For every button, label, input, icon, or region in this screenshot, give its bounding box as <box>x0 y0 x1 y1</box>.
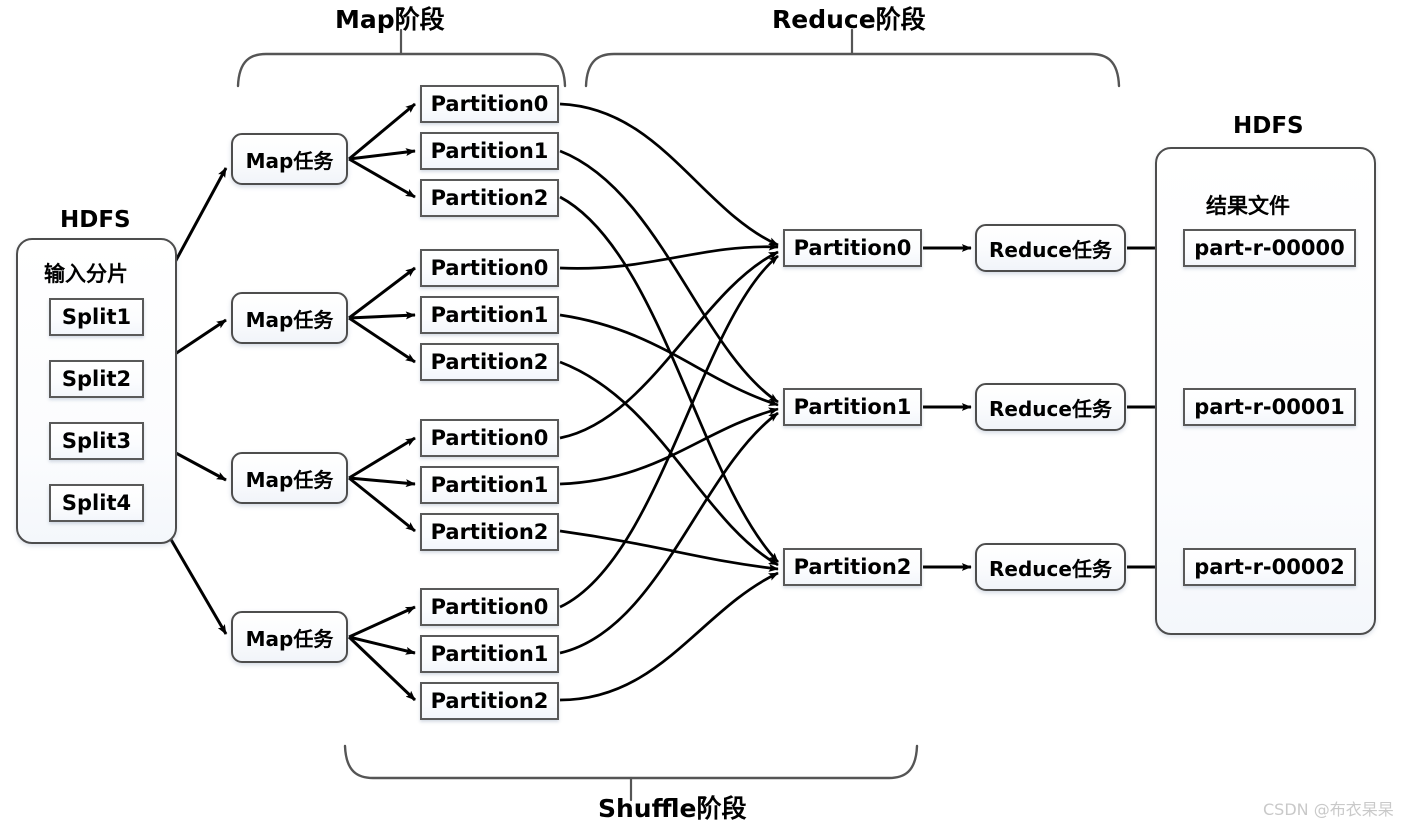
partition-label: Partition2 <box>430 350 549 374</box>
map-output-partition-g4-1[interactable]: Partition1 <box>420 635 559 673</box>
partition-label: Partition2 <box>430 520 549 544</box>
partition-label: Partition1 <box>430 642 549 666</box>
shuffle-g2p0-to-part0 <box>559 242 779 270</box>
map-output-partition-g3-0[interactable]: Partition0 <box>420 419 559 457</box>
reduce-task-label: Reduce任务 <box>989 556 1112 581</box>
shuffle-g3p1-to-part1 <box>559 407 779 486</box>
output-file-3[interactable]: part-r-00002 <box>1183 548 1356 586</box>
partition-label: Partition2 <box>793 555 912 579</box>
partition-label: Partition0 <box>430 595 549 619</box>
map-task-2[interactable]: Map任务 <box>231 292 348 344</box>
input-hdfs-label: HDFS <box>60 207 131 233</box>
partition-label: Partition0 <box>430 256 549 280</box>
shuffle-g4p1-to-part1 <box>559 411 779 655</box>
arrow-map1-to-p0 <box>348 102 416 161</box>
reduce-task-2[interactable]: Reduce任务 <box>975 383 1126 431</box>
arrow-map1-to-p1 <box>348 148 416 161</box>
map-task-label: Map任务 <box>245 148 334 173</box>
output-file-label: part-r-00002 <box>1194 555 1345 579</box>
split-label: Split4 <box>61 491 132 515</box>
reduce-task-3[interactable]: Reduce任务 <box>975 543 1126 591</box>
partition-label: Partition1 <box>430 139 549 163</box>
partition-label: Partition1 <box>793 395 912 419</box>
arrow-map4-to-p2 <box>347 635 417 702</box>
map-task-label: Map任务 <box>245 626 334 651</box>
map-output-partition-g4-2[interactable]: Partition2 <box>420 682 559 720</box>
partition-label: Partition0 <box>793 236 912 260</box>
csdn-watermark: CSDN @布衣杲杲 <box>1263 800 1394 819</box>
map-output-partition-g1-2[interactable]: Partition2 <box>420 179 559 217</box>
map-output-partition-g1-1[interactable]: Partition1 <box>420 132 559 170</box>
shuffle-g3p2-to-part2 <box>559 529 779 572</box>
reduce-task-label: Reduce任务 <box>989 396 1112 421</box>
map-task-1[interactable]: Map任务 <box>231 133 348 185</box>
map-task-label: Map任务 <box>245 307 334 332</box>
split-label: Split2 <box>61 367 132 391</box>
map-phase-label: Map阶段 <box>335 5 445 34</box>
map-output-partition-g2-2[interactable]: Partition2 <box>420 343 559 381</box>
map-task-3[interactable]: Map任务 <box>231 452 348 504</box>
reduce-phase-label: Reduce阶段 <box>772 5 926 34</box>
split-box-2[interactable]: Split2 <box>49 360 144 398</box>
reduce-phase-bracket <box>584 52 1121 88</box>
partition-label: Partition0 <box>430 426 549 450</box>
arrow-map3-to-p1 <box>348 476 416 488</box>
arrow-map2-to-p0 <box>348 266 416 320</box>
arrow-map1-to-p2 <box>348 157 416 199</box>
arrow-map2-to-p1 <box>348 311 416 320</box>
input-splits-label: 输入分片 <box>44 262 128 286</box>
split-box-1[interactable]: Split1 <box>49 298 144 336</box>
output-file-label: part-r-00000 <box>1194 236 1345 260</box>
map-task-4[interactable]: Map任务 <box>231 611 348 663</box>
reduce-task-1[interactable]: Reduce任务 <box>975 224 1126 272</box>
arrow-map2-to-p2 <box>348 316 416 364</box>
output-file-1[interactable]: part-r-00000 <box>1183 229 1356 267</box>
split-box-3[interactable]: Split3 <box>49 422 144 460</box>
partition-label: Partition1 <box>430 303 549 327</box>
shuffle-g1p1-to-part1 <box>559 149 779 404</box>
partition-label: Partition2 <box>430 689 549 713</box>
shuffle-g4p0-to-part0 <box>559 254 779 609</box>
shuffle-g1p0-to-part0 <box>559 102 779 247</box>
reduce-task-label: Reduce任务 <box>989 237 1112 262</box>
map-output-partition-g1-0[interactable]: Partition0 <box>420 85 559 123</box>
map-task-label: Map任务 <box>245 467 334 492</box>
map-output-partition-g2-0[interactable]: Partition0 <box>420 249 559 287</box>
result-files-label: 结果文件 <box>1206 194 1290 218</box>
arrow-map3-to-p2 <box>348 476 416 533</box>
arrow-map4-to-p1 <box>348 635 416 655</box>
partition-label: Partition2 <box>430 186 549 210</box>
split-box-4[interactable]: Split4 <box>49 484 144 522</box>
shuffle-g2p1-to-part1 <box>559 313 779 407</box>
split-label: Split1 <box>61 305 132 329</box>
output-hdfs-label: HDFS <box>1233 113 1304 139</box>
split-label: Split3 <box>61 429 132 453</box>
output-file-2[interactable]: part-r-00001 <box>1183 388 1356 426</box>
map-output-partition-g2-1[interactable]: Partition1 <box>420 296 559 334</box>
merged-partition-2[interactable]: Partition2 <box>783 548 922 586</box>
shuffle-g2p2-to-part2 <box>559 360 779 567</box>
shuffle-g3p0-to-part0 <box>559 250 779 440</box>
shuffle-phase-label: Shuffle阶段 <box>598 794 747 823</box>
merged-partition-1[interactable]: Partition1 <box>783 388 922 426</box>
merged-partition-0[interactable]: Partition0 <box>783 229 922 267</box>
arrow-map4-to-p0 <box>348 605 416 639</box>
shuffle-g4p2-to-part2 <box>559 571 779 702</box>
partition-label: Partition0 <box>430 92 549 116</box>
map-output-partition-g3-1[interactable]: Partition1 <box>420 466 559 504</box>
partition-label: Partition1 <box>430 473 549 497</box>
output-file-label: part-r-00001 <box>1194 395 1345 419</box>
shuffle-g1p2-to-part2 <box>559 195 779 563</box>
map-output-partition-g3-2[interactable]: Partition2 <box>420 513 559 551</box>
arrow-map3-to-p0 <box>348 436 416 480</box>
map-phase-bracket <box>236 52 567 88</box>
map-output-partition-g4-0[interactable]: Partition0 <box>420 588 559 626</box>
shuffle-phase-bracket <box>343 744 919 780</box>
